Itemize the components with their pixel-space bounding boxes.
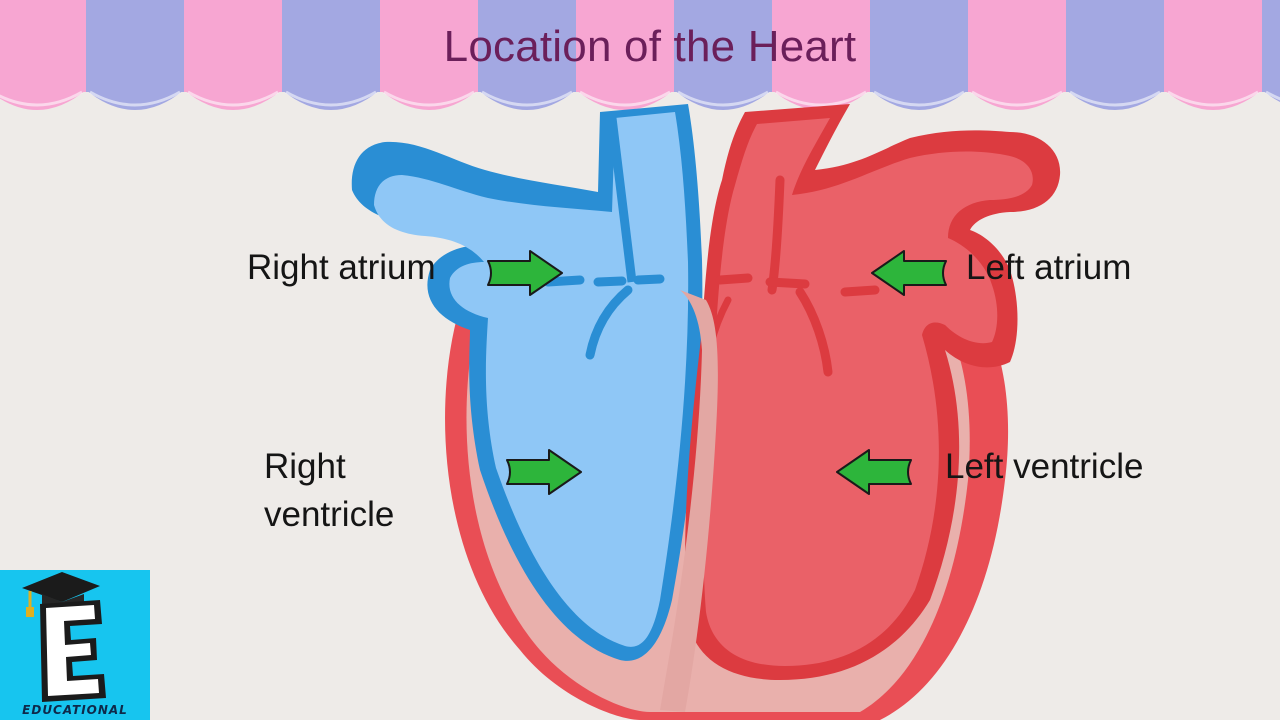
awning-stripe bbox=[86, 0, 184, 92]
label-left-atrium: Left atrium bbox=[966, 248, 1132, 287]
label-right-ventricle-line2: ventricle bbox=[264, 495, 395, 534]
awning-stripe bbox=[380, 0, 478, 92]
awning-stripe bbox=[674, 0, 772, 92]
awning-scallop bbox=[1164, 90, 1262, 110]
awning-stripe bbox=[1164, 0, 1262, 92]
awning-scallop bbox=[184, 90, 282, 110]
page-title: Location of the Heart bbox=[443, 22, 857, 71]
awning-scallop-highlight bbox=[775, 90, 867, 107]
awning-scallop-highlight bbox=[677, 90, 769, 107]
awning-scallop-highlight bbox=[971, 90, 1063, 107]
awning-stripe bbox=[1066, 0, 1164, 92]
awning-scallop-highlight bbox=[481, 90, 573, 107]
awning-scallop bbox=[1066, 90, 1164, 110]
arrow-left-icon bbox=[836, 449, 912, 495]
awning-stripe bbox=[0, 0, 86, 92]
awning-scallop-highlight bbox=[285, 90, 377, 107]
awning-stripe bbox=[184, 0, 282, 92]
awning-stripe bbox=[478, 0, 576, 92]
awning-scallop-highlight bbox=[1069, 90, 1161, 107]
awning-scallop bbox=[478, 90, 576, 110]
awning-scallop bbox=[576, 90, 674, 110]
label-right-atrium: Right atrium bbox=[247, 248, 436, 287]
awning-scallop bbox=[968, 90, 1066, 110]
awning-scallop bbox=[674, 90, 772, 110]
awning-scallop-highlight bbox=[1167, 90, 1259, 107]
arrow-right-icon bbox=[506, 449, 582, 495]
awning-stripe bbox=[576, 0, 674, 92]
label-right-ventricle: Right ventricle bbox=[264, 443, 394, 539]
label-left-ventricle: Left ventricle bbox=[945, 447, 1144, 486]
arrow-right-icon bbox=[487, 250, 563, 296]
awning-banner bbox=[0, 0, 1280, 110]
awning-scallop-highlight bbox=[1265, 90, 1280, 101]
awning-scallop bbox=[380, 90, 478, 110]
arrow-left-icon bbox=[871, 250, 947, 296]
awning-scallop-highlight bbox=[383, 90, 475, 107]
septum bbox=[660, 290, 718, 712]
right-heart-chamber bbox=[374, 112, 689, 647]
left-heart-chamber bbox=[703, 118, 1033, 666]
awning-scallop bbox=[282, 90, 380, 110]
awning-scallop-highlight bbox=[89, 90, 181, 107]
awning-stripe bbox=[968, 0, 1066, 92]
awning-scallop-highlight bbox=[0, 90, 83, 107]
awning-stripe bbox=[772, 0, 870, 92]
educational-logo: EDUCATIONAL bbox=[0, 570, 150, 720]
awning-scallop bbox=[86, 90, 184, 110]
awning-stripe bbox=[870, 0, 968, 92]
awning-scallop-highlight bbox=[873, 90, 965, 107]
label-right-ventricle-line1: Right bbox=[264, 447, 346, 486]
awning-scallop-highlight bbox=[187, 90, 279, 107]
logo-text: EDUCATIONAL bbox=[22, 703, 128, 717]
awning-stripe bbox=[1262, 0, 1280, 92]
awning-scallop bbox=[870, 90, 968, 110]
awning-stripe bbox=[282, 0, 380, 92]
awning-scallop-highlight bbox=[579, 90, 671, 107]
logo-graphic: EDUCATIONAL bbox=[22, 572, 128, 717]
